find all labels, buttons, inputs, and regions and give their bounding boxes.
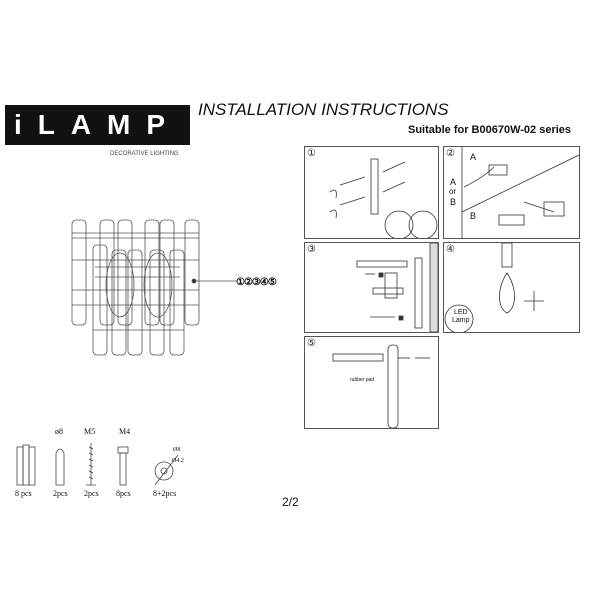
step-1-panel: ① — [304, 146, 439, 239]
fixture-mounting-diagram — [356, 243, 438, 332]
product-drawing — [71, 219, 238, 356]
step-number: ③ — [307, 244, 316, 255]
crystal-icon — [16, 444, 36, 486]
step-number: ② — [446, 148, 455, 159]
washer-icon — [154, 454, 179, 486]
logo-tagline: DECORATIVE LIGHTING — [110, 151, 179, 157]
step-number: ④ — [446, 244, 455, 255]
wiring-diagram — [461, 147, 579, 238]
step-5-panel: ⑤ rubber pad — [304, 336, 439, 429]
parts-icons — [16, 443, 179, 486]
page-number: 2/2 — [282, 495, 299, 509]
brand-logo: iLAMP — [5, 105, 190, 145]
wall-plug-icon — [55, 448, 65, 486]
step-3-panel: ③ — [304, 242, 439, 333]
document-title: INSTALLATION INSTRUCTIONS — [198, 100, 449, 119]
wood-screw-icon — [86, 443, 96, 486]
bolt-icon — [117, 446, 129, 486]
steps-reference: ①②③④⑤ — [236, 277, 277, 288]
document-subtitle: Suitable for B00670W-02 series — [408, 124, 572, 136]
step-number: ① — [307, 148, 316, 159]
bracket-mounting-diagram — [329, 158, 438, 238]
bulb-install-diagram — [444, 243, 544, 332]
crystal-attach-diagram — [332, 344, 430, 428]
step-number: ⑤ — [307, 338, 316, 349]
step-2-panel: ② A A or B B — [443, 146, 580, 239]
